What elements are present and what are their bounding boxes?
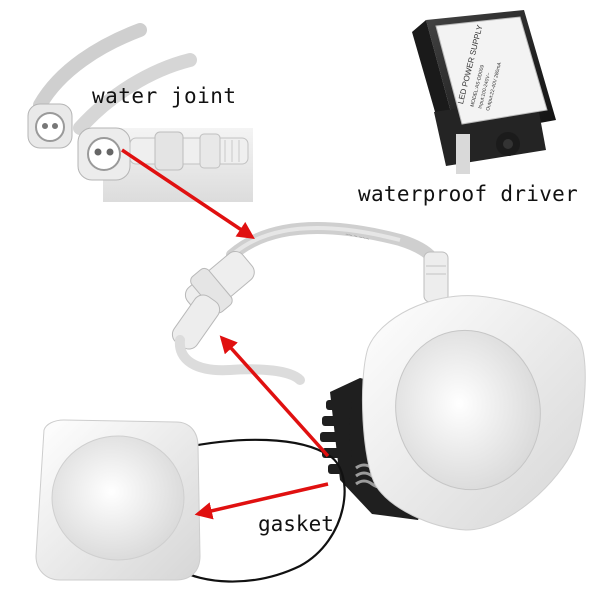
trim-panel: [35, 419, 201, 581]
arrow-to-connector: [219, 335, 330, 458]
water-joint-photo: [27, 23, 253, 202]
label-gasket: gasket: [258, 512, 334, 536]
arrow-to-gasket: [194, 482, 329, 520]
label-water-joint: water joint: [92, 84, 237, 108]
gasket-ring: [179, 438, 346, 583]
driver-image: LED POWER SUPPLY MODEL:AS-DD009 Input:10…: [412, 10, 556, 174]
cable-assembly: ~~ ~ ~~~: [171, 221, 449, 385]
label-waterproof-driver: waterproof driver: [358, 182, 579, 206]
cable-print: ~~ ~ ~~~: [345, 232, 371, 243]
downlight-fixture: [320, 295, 586, 531]
arrow-to-joint: [121, 148, 255, 239]
callout-arrows: [121, 148, 330, 520]
